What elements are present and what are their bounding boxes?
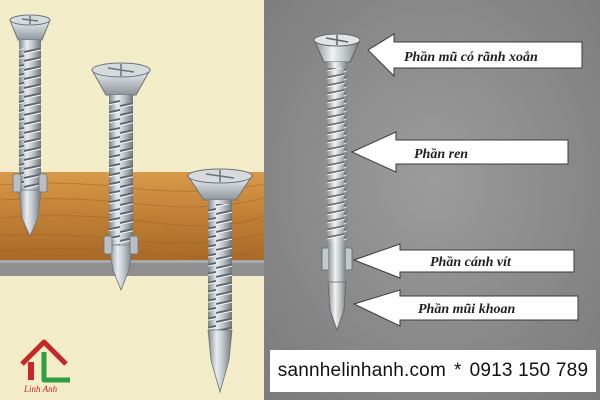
screw-photo-svg: Phần mũ có rãnh xoắn Phần ren Phần cánh … <box>264 0 600 400</box>
screw-illustration-2 <box>91 62 151 292</box>
phone-text: 0913 150 789 <box>469 360 589 381</box>
callout-drill: Phần mũi khoan <box>352 289 579 327</box>
screw-illustration-3 <box>187 168 253 394</box>
label-head: Phần mũ có rãnh xoắn <box>404 50 538 65</box>
label-drill: Phần mũi khoan <box>418 302 515 317</box>
logo-brand-text: Linh Anh <box>23 384 58 394</box>
screw-photo-panel: Phần mũ có rãnh xoắn Phần ren Phần cánh … <box>264 0 600 400</box>
installation-svg <box>0 14 265 394</box>
house-logo-icon: Linh Anh <box>20 339 70 394</box>
callout-wing: Phần cánh vít <box>352 243 575 279</box>
website-text: sannhelinhanh.com <box>277 360 446 381</box>
installation-illustration: Linh Anh <box>0 0 265 400</box>
callout-thread: Phần ren <box>350 131 569 173</box>
label-thread: Phần ren <box>414 147 468 162</box>
screw-illustration-1 <box>9 14 51 237</box>
linh-anh-logo: Linh Anh <box>14 330 84 394</box>
contact-bar: sannhelinhanh.com * 0913 150 789 <box>270 350 596 392</box>
self-drilling-screw-photo <box>313 33 361 332</box>
callout-head: Phần mũ có rãnh xoắn <box>367 33 583 78</box>
steel-plate <box>0 260 264 276</box>
label-wing: Phần cánh vít <box>430 255 512 270</box>
separator-text: * <box>453 360 462 381</box>
